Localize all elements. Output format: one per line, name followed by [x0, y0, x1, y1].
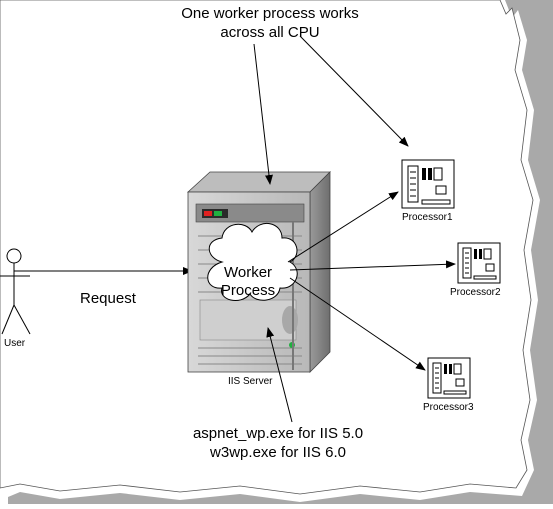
- processor1-icon: [401, 159, 455, 209]
- arrow-top-annotation-to-processor1: [299, 35, 409, 147]
- arrow-top-annotation-to-server: [253, 43, 273, 185]
- cloud-label: Worker Process: [212, 264, 284, 300]
- top-annotation-line2: across all CPU: [220, 24, 320, 41]
- request-label: Request: [80, 290, 136, 307]
- processor2-icon: [457, 242, 501, 284]
- arrow-to-processor1: [287, 191, 399, 263]
- bottom-annotation-line1: aspnet_wp.exe for IIS 5.0: [192, 425, 364, 442]
- top-annotation-line1: One worker process works: [181, 5, 359, 22]
- worker-process-cloud: [207, 223, 298, 302]
- arrow-bottom-annotation-to-cloud: [266, 327, 293, 423]
- cloud-label-line1: Worker: [223, 264, 273, 281]
- bottom-annotation: aspnet_wp.exe for IIS 5.0 w3wp.exe for I…: [178, 424, 378, 462]
- bottom-annotation-line2: w3wp.exe for IIS 6.0: [210, 444, 346, 461]
- top-annotation: One worker process works across all CPU: [170, 4, 370, 42]
- processor2-label: Processor2: [450, 287, 501, 298]
- arrow-to-processor2: [289, 260, 456, 271]
- processor1-label: Processor1: [402, 212, 453, 223]
- user-icon: [0, 248, 31, 335]
- server-label: IIS Server: [228, 376, 273, 387]
- user-label: User: [4, 338, 26, 349]
- cloud-label-line2: Process: [220, 282, 276, 299]
- processor3-label: Processor3: [423, 402, 474, 413]
- arrow-to-processor3: [289, 277, 426, 371]
- processor3-icon: [427, 357, 471, 399]
